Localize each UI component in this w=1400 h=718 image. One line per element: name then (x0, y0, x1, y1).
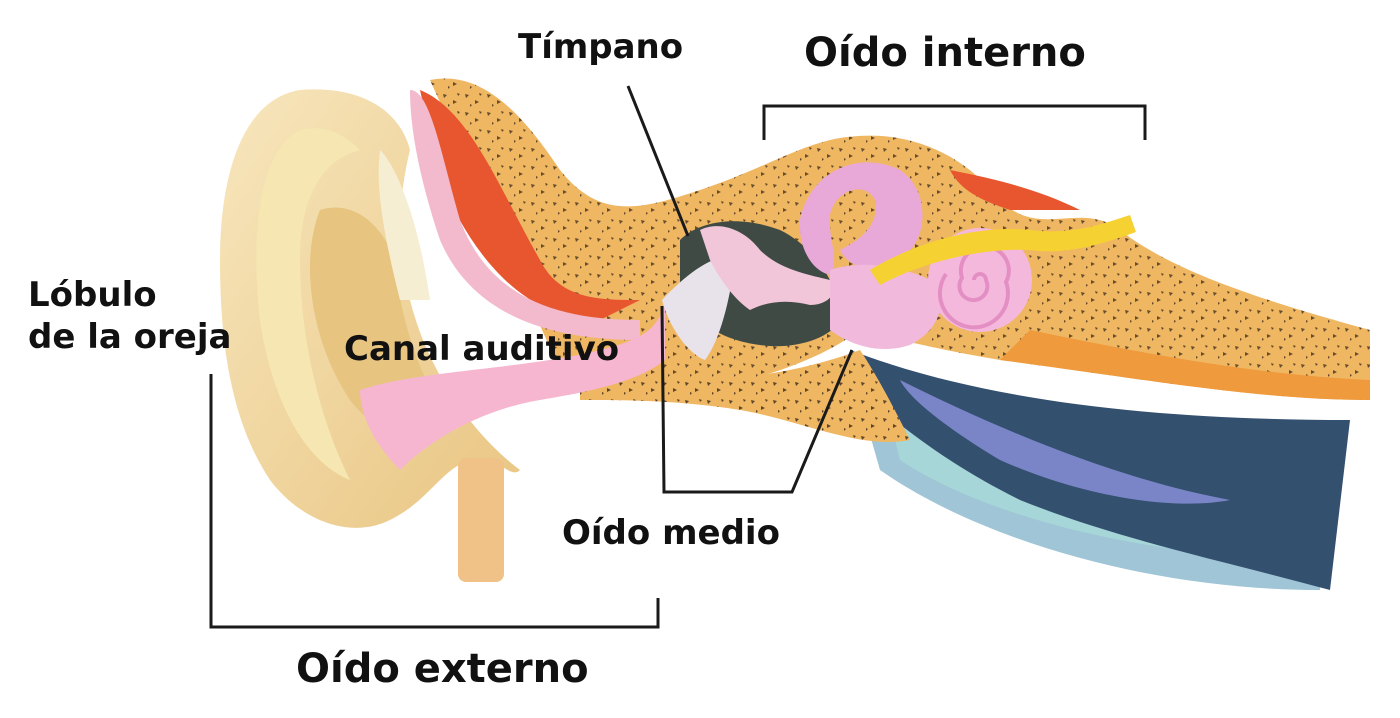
ossicles (700, 226, 834, 310)
label-oido-externo: Oído externo (296, 646, 589, 692)
oido-medio-bracket (660, 305, 854, 494)
vestibule (830, 264, 941, 350)
auditory-nerve (870, 215, 1136, 285)
label-oido-medio: Oído medio (562, 513, 780, 553)
oido-externo-bracket (209, 374, 660, 629)
label-timpano: Tímpano (518, 27, 684, 67)
eustachian-tube-inner (900, 380, 1230, 504)
label-lobulo: Lóbulo de la oreja (28, 274, 231, 358)
bone-dark-band (1000, 330, 1370, 400)
concha (310, 207, 450, 434)
cartilage (378, 150, 430, 300)
label-canal-auditivo: Canal auditivo (344, 329, 620, 369)
pinna-fold (256, 128, 360, 480)
label-oido-interno: Oído interno (804, 30, 1086, 76)
timpano-pointer (626, 85, 690, 237)
semicircular-canals (799, 162, 923, 275)
skin-layer (410, 90, 640, 340)
red-tissue (420, 90, 640, 320)
red-tissue-right (950, 170, 1080, 210)
earlobe-stem (458, 458, 504, 582)
leader-lines (209, 85, 1147, 629)
lower-bone-texture (580, 350, 910, 443)
ear-canal (360, 300, 665, 470)
eardrum-shape (662, 257, 735, 360)
label-lobulo-line2: de la oreja (28, 317, 232, 357)
label-lobulo-line1: Lóbulo (28, 275, 157, 315)
oido-interno-bracket (762, 104, 1147, 140)
